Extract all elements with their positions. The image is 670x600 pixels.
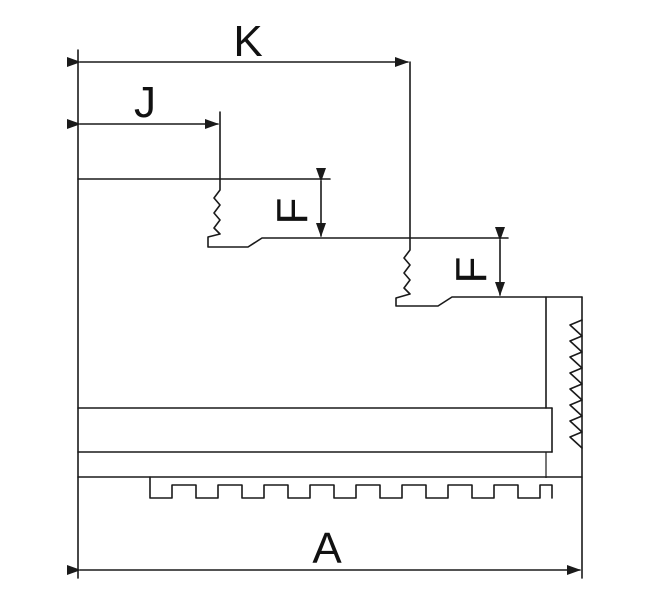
dimension-a-label: A [312, 524, 342, 573]
middle-step-profile [395, 61, 583, 307]
bottom-teeth [149, 476, 553, 499]
dimension-j: J [67, 78, 219, 129]
dimension-k-label: K [233, 17, 262, 66]
upper-step-profile [207, 111, 509, 248]
dimension-f-lower-label: F [447, 257, 496, 284]
dimension-a: A [67, 524, 581, 575]
dimension-f-lower: F [447, 227, 505, 296]
jaw-outline [77, 49, 583, 579]
dimension-f-upper: F [268, 168, 326, 237]
dimension-k: K [67, 17, 409, 67]
dimension-j-label: J [134, 78, 156, 127]
dimension-f-upper-label: F [268, 198, 317, 225]
side-serration [569, 319, 583, 449]
